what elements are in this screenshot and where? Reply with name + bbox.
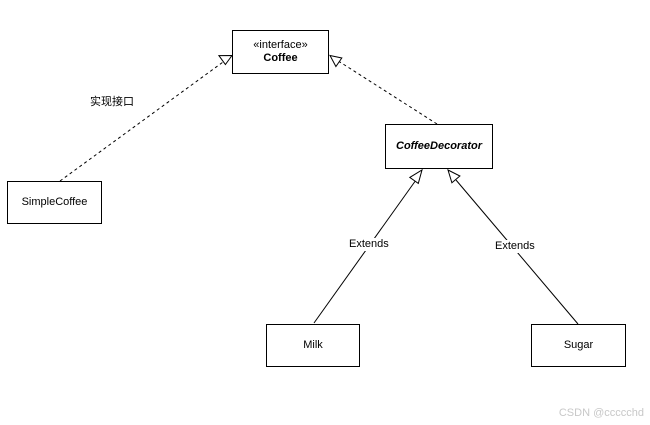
- realization-arrowhead-decorator: [329, 54, 343, 68]
- coffeedecorator-class-box: CoffeeDecorator: [385, 124, 493, 169]
- coffee-stereotype: «interface»: [253, 39, 308, 51]
- realization-arrowhead-simplecoffee: [217, 54, 233, 66]
- extends-label-sugar: Extends: [495, 240, 535, 253]
- generalization-line-milk: [313, 179, 417, 324]
- sugar-class-name: Sugar: [563, 339, 594, 351]
- simplecoffee-class-name: SimpleCoffee: [21, 196, 88, 208]
- milk-class-name: Milk: [303, 339, 323, 351]
- generalization-arrowhead-sugar: [447, 169, 461, 184]
- implements-label: 实现接口: [90, 96, 134, 108]
- coffee-interface-box: «interface» Coffee: [232, 30, 329, 74]
- milk-class-box: Milk: [266, 324, 360, 367]
- realization-line-simplecoffee: [59, 59, 227, 182]
- generalization-arrowhead-milk: [408, 168, 423, 185]
- sugar-class-box: Sugar: [531, 324, 626, 367]
- realization-line-decorator: [335, 59, 438, 125]
- coffeedecorator-class-name: CoffeeDecorator: [396, 140, 482, 152]
- extends-label-milk: Extends: [349, 238, 389, 251]
- simplecoffee-class-box: SimpleCoffee: [7, 181, 102, 224]
- csdn-watermark: CSDN @ccccchd: [558, 407, 644, 419]
- coffee-class-name: Coffee: [263, 52, 298, 64]
